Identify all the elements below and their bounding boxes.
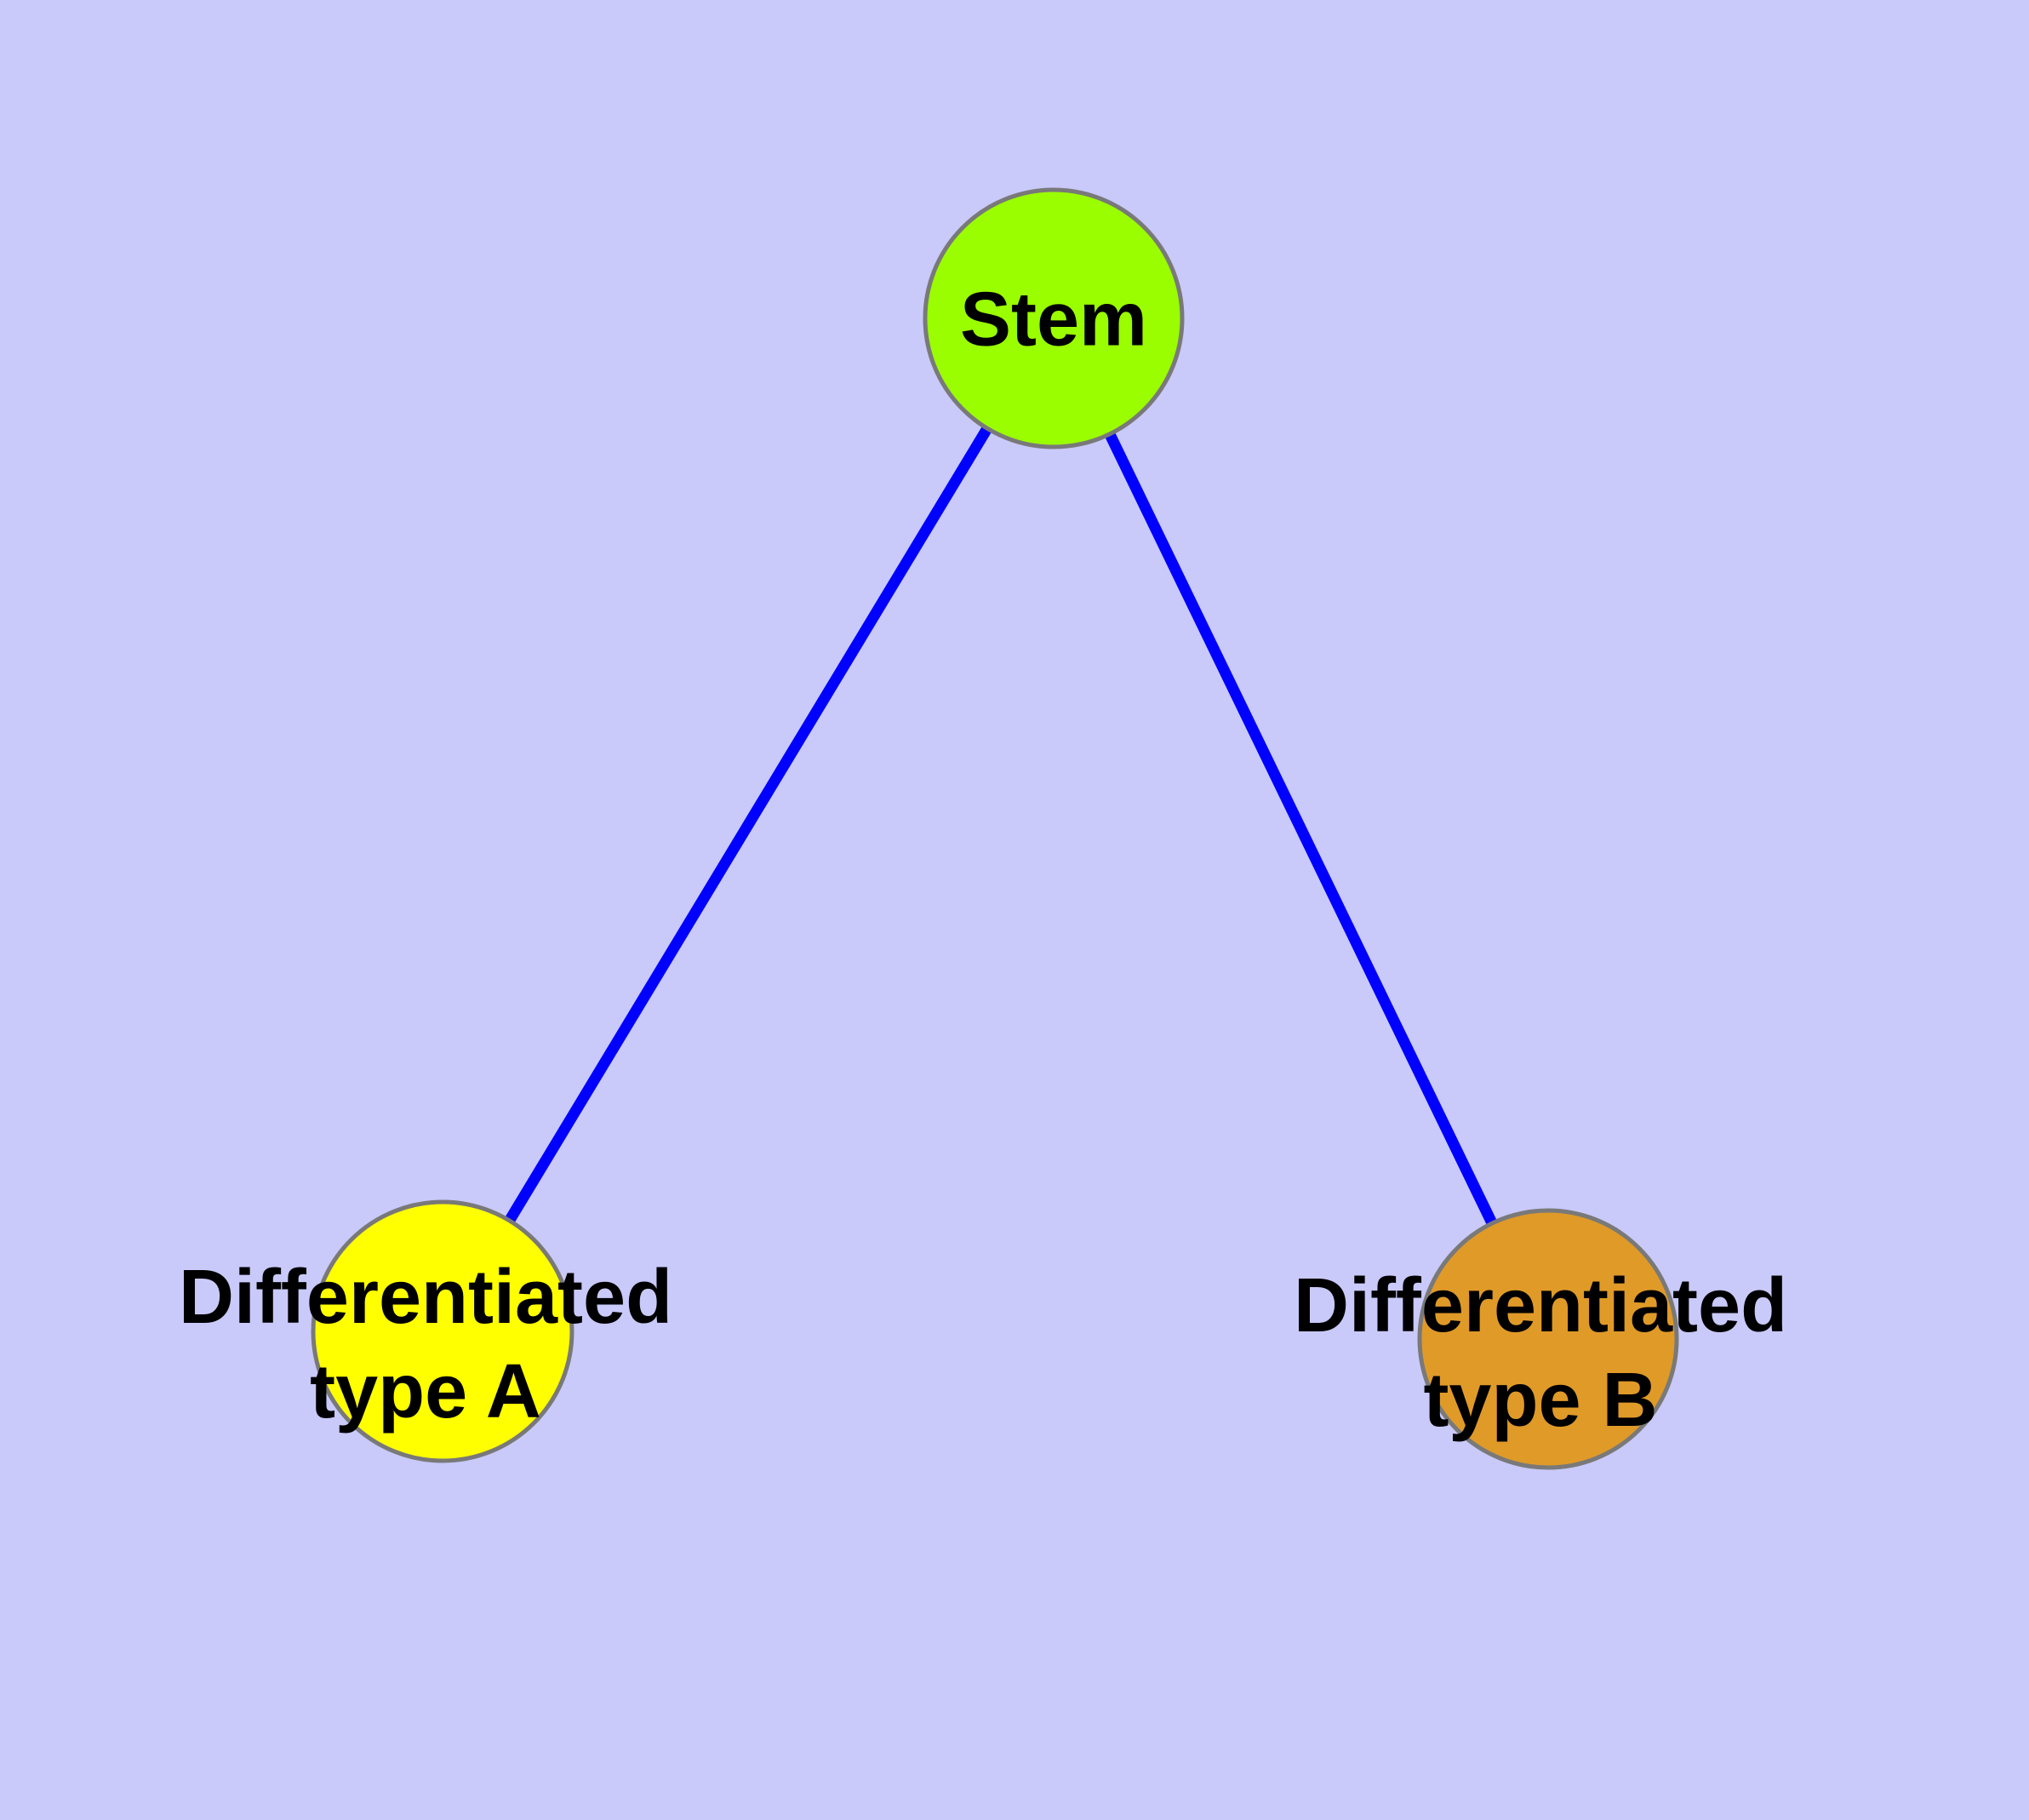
node-type-a-label: Differentiated type A [179, 1251, 672, 1439]
node-type-b-label: Differentiated type B [1294, 1259, 1787, 1448]
node-stem-label: Stem [959, 277, 1148, 363]
node-type-a-label-line1: Differentiated [178, 1255, 673, 1340]
node-stem-circle [923, 187, 1185, 449]
node-type-a-circle [311, 1199, 574, 1463]
node-type-b-circle [1417, 1208, 1679, 1470]
edge-stem-to-type-a [437, 315, 1059, 1335]
node-type-b-label-line2: type B [1423, 1358, 1658, 1443]
edge-stem-to-type-b [1049, 316, 1553, 1342]
node-type-a-label-line2: type A [310, 1349, 541, 1434]
node-type-b-label-line1: Differentiated [1293, 1263, 1788, 1348]
